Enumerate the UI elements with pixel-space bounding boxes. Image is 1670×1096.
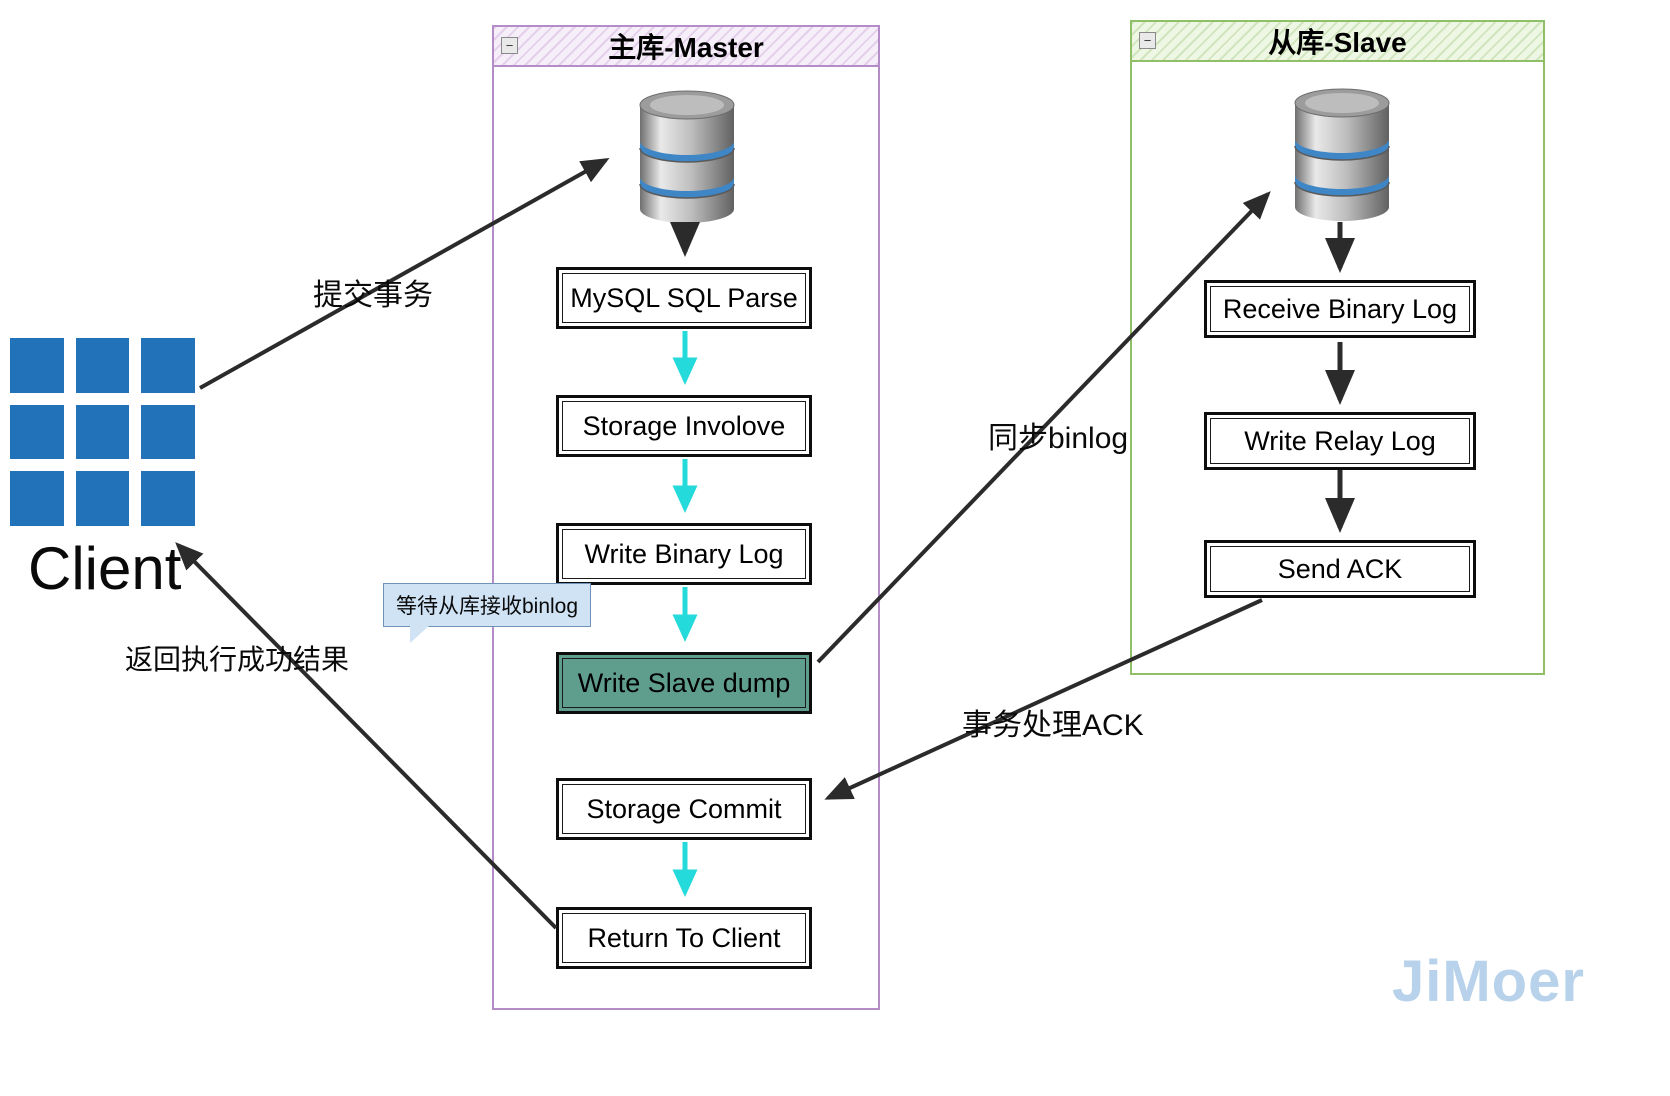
- client-grid-square: [141, 404, 195, 460]
- edge-label-return: 返回执行成功结果: [125, 644, 350, 675]
- client-label: Client: [28, 535, 182, 602]
- client-grid-icon: [10, 338, 195, 526]
- node-send-ack: Send ACK: [1204, 540, 1476, 598]
- node-label: Return To Client: [587, 922, 781, 953]
- master-titlebar: − 主库-Master: [494, 27, 878, 67]
- node-write-relay-log: Write Relay Log: [1204, 412, 1476, 470]
- edge-label-submit: 提交事务: [313, 279, 433, 312]
- slave-title: 从库-Slave: [1268, 27, 1407, 58]
- client-grid-square: [75, 471, 130, 526]
- node-storage-involove: Storage Involove: [556, 395, 812, 457]
- node-storage-commit: Storage Commit: [556, 778, 812, 840]
- slave-container: − 从库-Slave Receive Binary Log Write Rela…: [1130, 20, 1545, 675]
- node-label: Write Slave dump: [577, 667, 791, 698]
- watermark: JiMoer: [1392, 949, 1585, 1014]
- client-grid-square: [141, 471, 195, 526]
- master-database-cylinder-icon: [639, 90, 735, 223]
- node-label: Write Relay Log: [1244, 425, 1436, 456]
- node-label: Send ACK: [1277, 553, 1403, 584]
- node-write-binary-log: Write Binary Log: [556, 523, 812, 585]
- node-write-slave-dump: Write Slave dump: [556, 652, 812, 714]
- node-mysql-sql-parse: MySQL SQL Parse: [556, 267, 812, 329]
- callout-wait-binlog: 等待从库接收binlog: [383, 583, 591, 643]
- collapse-icon[interactable]: −: [501, 37, 518, 54]
- edge-label-sync: 同步binlog: [988, 422, 1129, 455]
- client-grid-square: [75, 404, 130, 460]
- client-grid-square: [10, 338, 64, 393]
- slave-database-cylinder-icon: [1294, 88, 1390, 221]
- client-grid-square: [10, 471, 64, 526]
- node-return-to-client: Return To Client: [556, 907, 812, 969]
- node-label: Write Binary Log: [584, 538, 784, 569]
- node-label: Storage Commit: [586, 793, 782, 824]
- edge-label-ack: 事务处理ACK: [962, 709, 1144, 742]
- slave-titlebar: − 从库-Slave: [1132, 22, 1543, 62]
- client-grid-square: [75, 338, 130, 393]
- master-container: − 主库-Master MySQL SQL Parse Storage Invo…: [492, 25, 880, 1010]
- node-label: Receive Binary Log: [1222, 293, 1458, 324]
- master-title: 主库-Master: [608, 32, 764, 63]
- client-grid-square: [10, 404, 64, 460]
- collapse-icon[interactable]: −: [1139, 32, 1156, 49]
- node-label: Storage Involove: [582, 410, 786, 441]
- node-receive-binary-log: Receive Binary Log: [1204, 280, 1476, 338]
- callout-text: 等待从库接收binlog: [395, 595, 579, 618]
- client-grid-square: [141, 338, 195, 393]
- node-label: MySQL SQL Parse: [570, 282, 798, 313]
